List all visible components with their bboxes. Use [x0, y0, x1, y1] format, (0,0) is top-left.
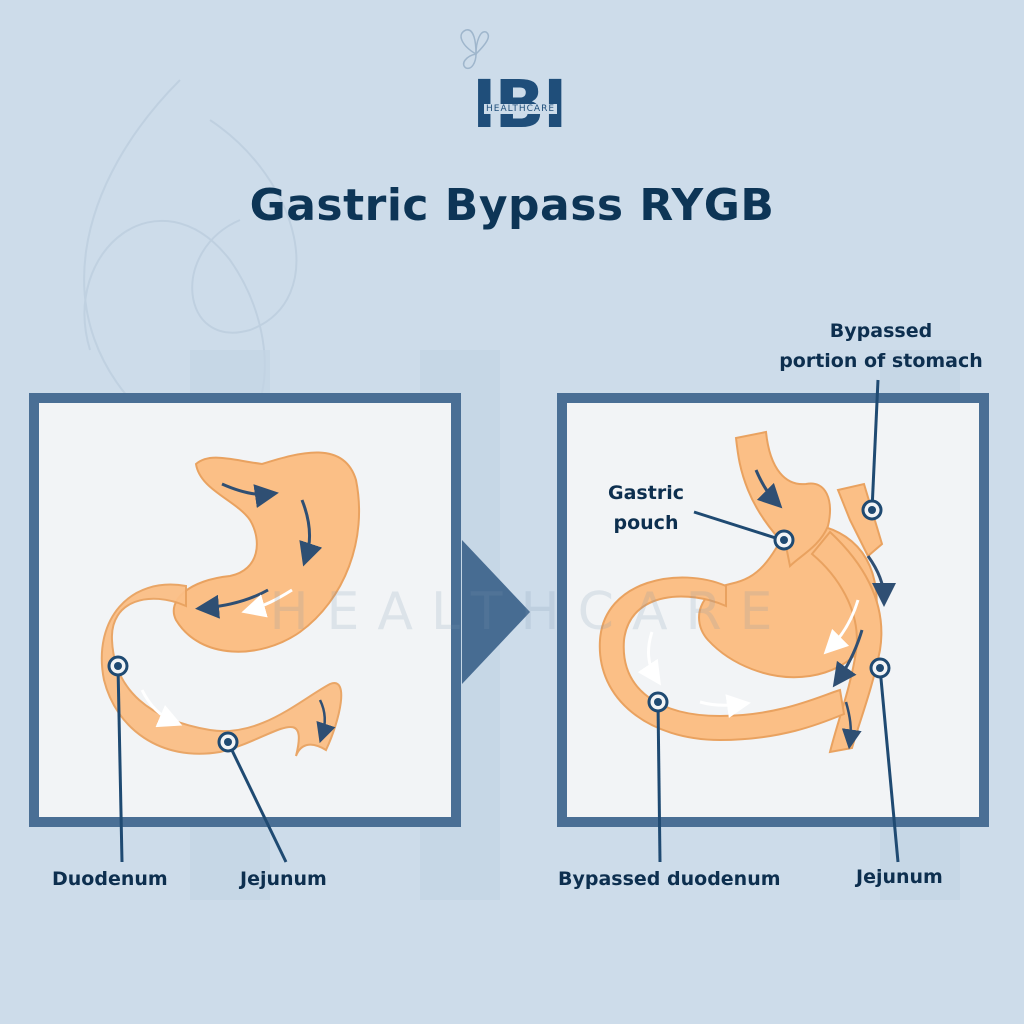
- logo: IBI HEALTHCARE: [460, 29, 582, 142]
- label-jejunum-after: Jejunum: [856, 866, 943, 888]
- label-jejunum-before: Jejunum: [240, 868, 327, 890]
- marker-bypassed-duodenum: [647, 691, 669, 713]
- page-title: Gastric Bypass RYGB: [249, 180, 775, 231]
- normal-stomach: [100, 451, 360, 757]
- label-bypassed-stomach-line2: portion of stomach: [779, 350, 983, 372]
- label-bypassed-stomach: Bypassed portion of stomach: [776, 318, 986, 374]
- label-bypassed-stomach-line1: Bypassed: [829, 320, 933, 342]
- label-gastric-pouch: Gastric pouch: [596, 480, 696, 536]
- label-duodenum: Duodenum: [52, 868, 168, 890]
- point-markers: [107, 499, 891, 753]
- label-gastric-pouch-line2: pouch: [613, 512, 679, 534]
- marker-jejunum-after: [869, 657, 891, 679]
- marker-duodenum: [107, 655, 129, 677]
- transition-arrow-icon: [462, 540, 530, 684]
- marker-jejunum-before: [217, 731, 239, 753]
- marker-gastric-pouch: [773, 529, 795, 551]
- leader-lines: [116, 379, 900, 863]
- logo-subtext: HEALTHCARE: [484, 104, 558, 114]
- butterfly-icon: [460, 29, 490, 70]
- label-gastric-pouch-line1: Gastric: [608, 482, 684, 504]
- label-bypassed-duodenum: Bypassed duodenum: [558, 868, 781, 890]
- marker-bypassed-stomach: [861, 499, 883, 521]
- rygb-stomach: [598, 430, 896, 754]
- watermark-text: HEALTHCARE: [269, 582, 791, 642]
